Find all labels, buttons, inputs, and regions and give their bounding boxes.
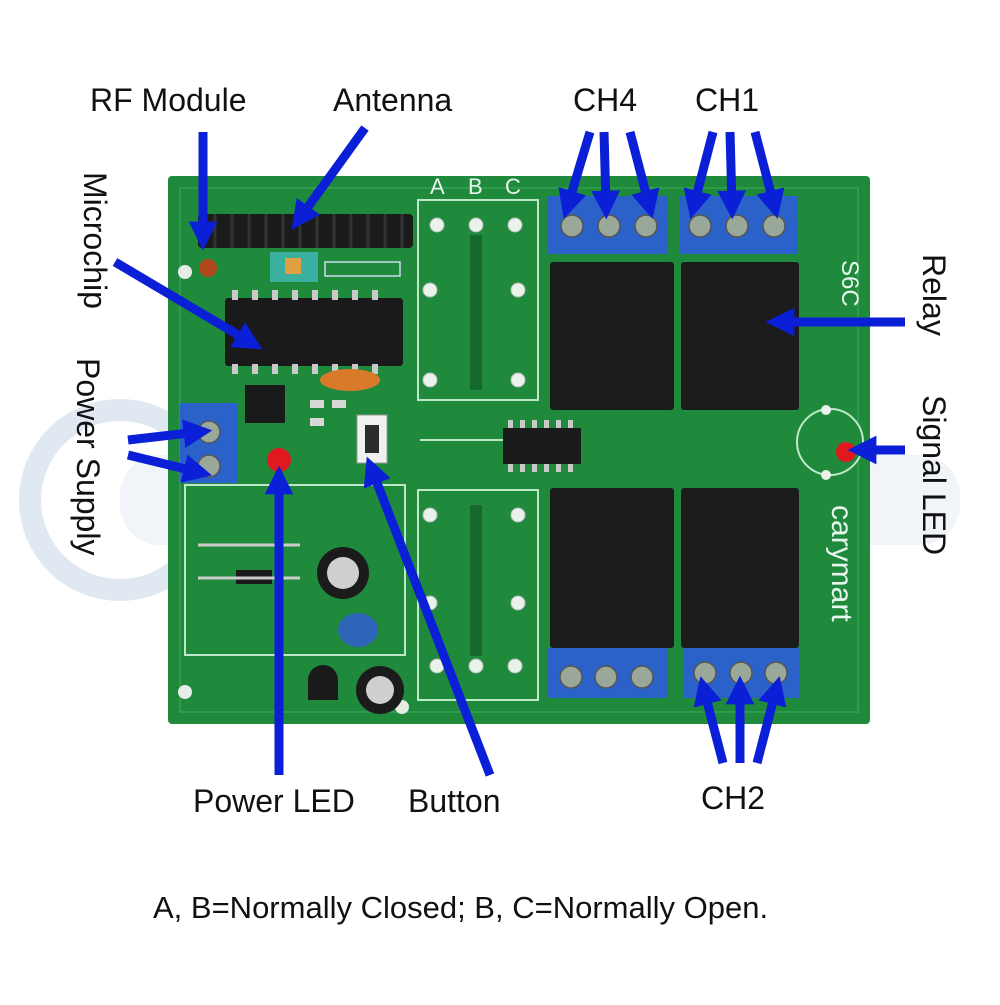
solder-pads: [422, 217, 526, 674]
silk-letter-a-top: A: [430, 174, 445, 199]
label-power-led: Power LED: [193, 783, 355, 819]
push-button: [356, 414, 388, 464]
arrow-ch4-b: [591, 131, 621, 220]
arrow-button: [363, 456, 495, 777]
label-microchip: Microchip: [77, 172, 113, 309]
label-relay: Relay: [916, 254, 952, 336]
label-ch1: CH1: [695, 82, 760, 118]
label-antenna: Antenna: [333, 82, 453, 118]
label-power-supply: Power Supply: [70, 358, 106, 556]
power-components: [198, 543, 404, 714]
arrow-ch2-a: [693, 676, 728, 765]
label-button: Button: [408, 783, 501, 819]
power-led: [267, 448, 291, 472]
legend-text: A, B=Normally Closed; B, C=Normally Open…: [153, 890, 769, 925]
arrow-power-supply-2: [126, 450, 212, 483]
silkscreen-text: A B C S6C carymart: [430, 174, 863, 622]
arrow-ch2-c: [752, 676, 787, 765]
callout-arrows: [112, 125, 905, 777]
label-signal-led: Signal LED: [916, 395, 952, 556]
label-ch4: CH4: [573, 82, 638, 118]
silk-model: S6C: [836, 260, 863, 307]
microchip-ic: [225, 290, 403, 374]
silk-letter-c-top: C: [505, 174, 521, 199]
arrow-microchip: [112, 258, 263, 350]
arrow-ch1-a: [683, 130, 718, 219]
arrow-ch1-c: [750, 130, 785, 219]
relays: [550, 262, 799, 648]
silkscreen-outlines: [184, 199, 540, 701]
arrow-antenna: [291, 125, 369, 230]
smd-components: [245, 369, 380, 426]
silk-letter-b-top: B: [468, 174, 483, 199]
relay-driver-ic: [503, 420, 581, 472]
silk-brand: carymart: [825, 505, 858, 622]
label-rf-module: RF Module: [90, 82, 247, 118]
arrow-ch4-c: [625, 130, 660, 219]
arrow-ch1-b: [717, 131, 747, 220]
label-ch2: CH2: [701, 780, 766, 816]
arrow-power-supply-1: [127, 419, 213, 448]
arrow-ch4-a: [558, 130, 595, 219]
